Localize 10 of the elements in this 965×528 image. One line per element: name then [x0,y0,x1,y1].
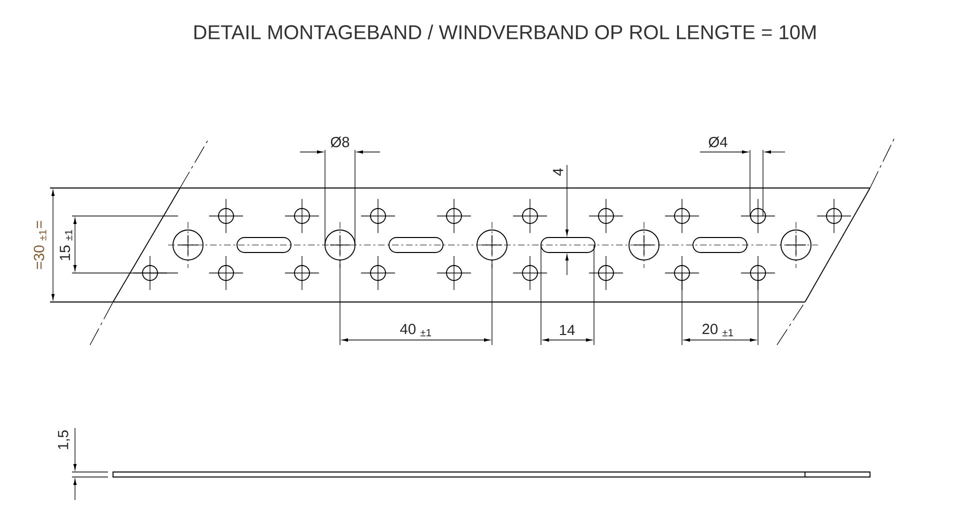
dimension-text: 40 $_{±1}$ [400,324,432,336]
dimension-text: 1,5 [58,430,70,450]
dimension-text: 14 [560,324,575,336]
dimension-text: 4 [552,168,564,176]
dimension-text: 20 $_{±1}$ [702,324,734,336]
dimension-text: Ø4 [708,136,728,148]
dimension-text: 15 $_{±1}$ [60,230,72,260]
dimension-text: =30 $_{±1}$= [34,220,46,270]
dimension-text: Ø8 [330,136,350,148]
title: DETAIL MONTAGEBAND / WINDVERBAND OP ROL LENGTE = 10M [194,24,816,40]
